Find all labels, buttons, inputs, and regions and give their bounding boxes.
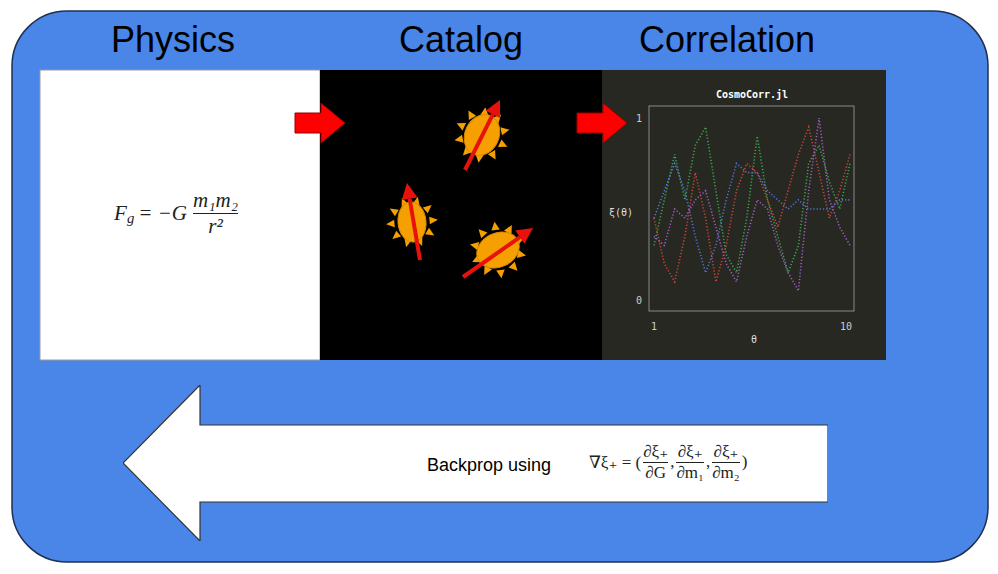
axis-label: θ	[751, 334, 757, 345]
fraction-bar	[193, 213, 238, 214]
physics-panel: PhysicsFg= −Gm₁m₂r²	[40, 14, 320, 360]
tick-label: 10	[840, 321, 852, 332]
correlation-curve	[654, 127, 850, 273]
galaxy-icon	[386, 183, 438, 260]
galaxy-spike	[457, 123, 466, 131]
formula-part: = −G	[138, 201, 187, 226]
formula-part: ∇ξ₊ = (	[589, 452, 641, 473]
background-panel	[12, 11, 988, 562]
denominator: r²	[208, 214, 222, 239]
force-formula: Fg= −Gm₁m₂r²	[114, 188, 240, 239]
shear-vector	[410, 199, 420, 260]
subscript: g	[127, 210, 134, 227]
gradient-formula: ∇ξ₊ = (∂ξ₊∂G,∂ξ₊∂m₁,∂ξ₊∂m₂)	[589, 441, 747, 483]
numerator: m₁m₂	[193, 188, 238, 213]
plot-frame	[649, 106, 854, 311]
shear-vector-head	[515, 228, 533, 244]
panel-heading: Catalog	[399, 19, 523, 60]
denominator: ∂m₂	[712, 463, 740, 483]
galaxy-spike	[425, 228, 434, 236]
numerator: ∂ξ₊	[713, 441, 738, 462]
catalog-panel: Catalog	[320, 14, 602, 360]
fraction-bar	[712, 462, 740, 463]
shear-vector	[465, 114, 493, 170]
catalog-panel-fill	[320, 70, 602, 360]
galaxy-spike	[496, 269, 504, 278]
galaxy-spike	[455, 135, 464, 143]
arrow-caption: Backprop using	[427, 455, 551, 475]
flow-arrow	[295, 103, 345, 143]
galaxy-spike	[390, 209, 399, 217]
axis-label: ξ(θ)	[609, 207, 633, 218]
formula-part: F	[114, 201, 127, 226]
plot-title: CosmoCorr.jl	[716, 89, 788, 100]
tick-label: 0	[636, 295, 642, 306]
fraction-bar	[643, 462, 668, 463]
tick-label: 1	[651, 321, 657, 332]
correlation-panel: CorrelationCosmoCorr.jlξ(θ)10110θ	[602, 14, 886, 360]
galaxy-spike	[386, 220, 395, 227]
denominator: ∂G	[645, 463, 666, 483]
arrow-outline	[123, 385, 828, 541]
flow-arrow	[577, 103, 627, 143]
panel-heading: Physics	[111, 19, 235, 60]
galaxy-icon	[455, 100, 510, 170]
galaxy-spike	[491, 222, 499, 231]
numerator: ∂ξ₊	[643, 441, 668, 462]
formula-part: ,	[706, 452, 710, 472]
formula-part: ,	[670, 452, 674, 472]
denominator: ∂m₁	[676, 463, 704, 483]
correlation-panel-fill	[602, 70, 886, 360]
galaxy-icon	[463, 222, 533, 279]
formula-part: )	[742, 452, 748, 472]
correlation-curve	[654, 127, 850, 282]
shear-vector-head	[486, 100, 500, 118]
physics-panel-fill	[40, 70, 320, 360]
panel-heading: Correlation	[639, 19, 815, 60]
correlation-curve	[654, 118, 850, 291]
numerator: ∂ξ₊	[678, 441, 703, 462]
galaxy-spike	[500, 127, 509, 135]
backprop-arrow: Backprop using∇ξ₊ = (∂ξ₊∂G,∂ξ₊∂m₁,∂ξ₊∂m₂…	[123, 385, 828, 541]
shear-vector-head	[402, 183, 418, 200]
shear-vector	[463, 237, 520, 277]
galaxy-spike	[498, 139, 507, 147]
galaxy-spike	[429, 217, 438, 224]
fraction-bar	[676, 462, 704, 463]
correlation-curve	[654, 164, 850, 273]
tick-label: 1	[636, 113, 642, 124]
